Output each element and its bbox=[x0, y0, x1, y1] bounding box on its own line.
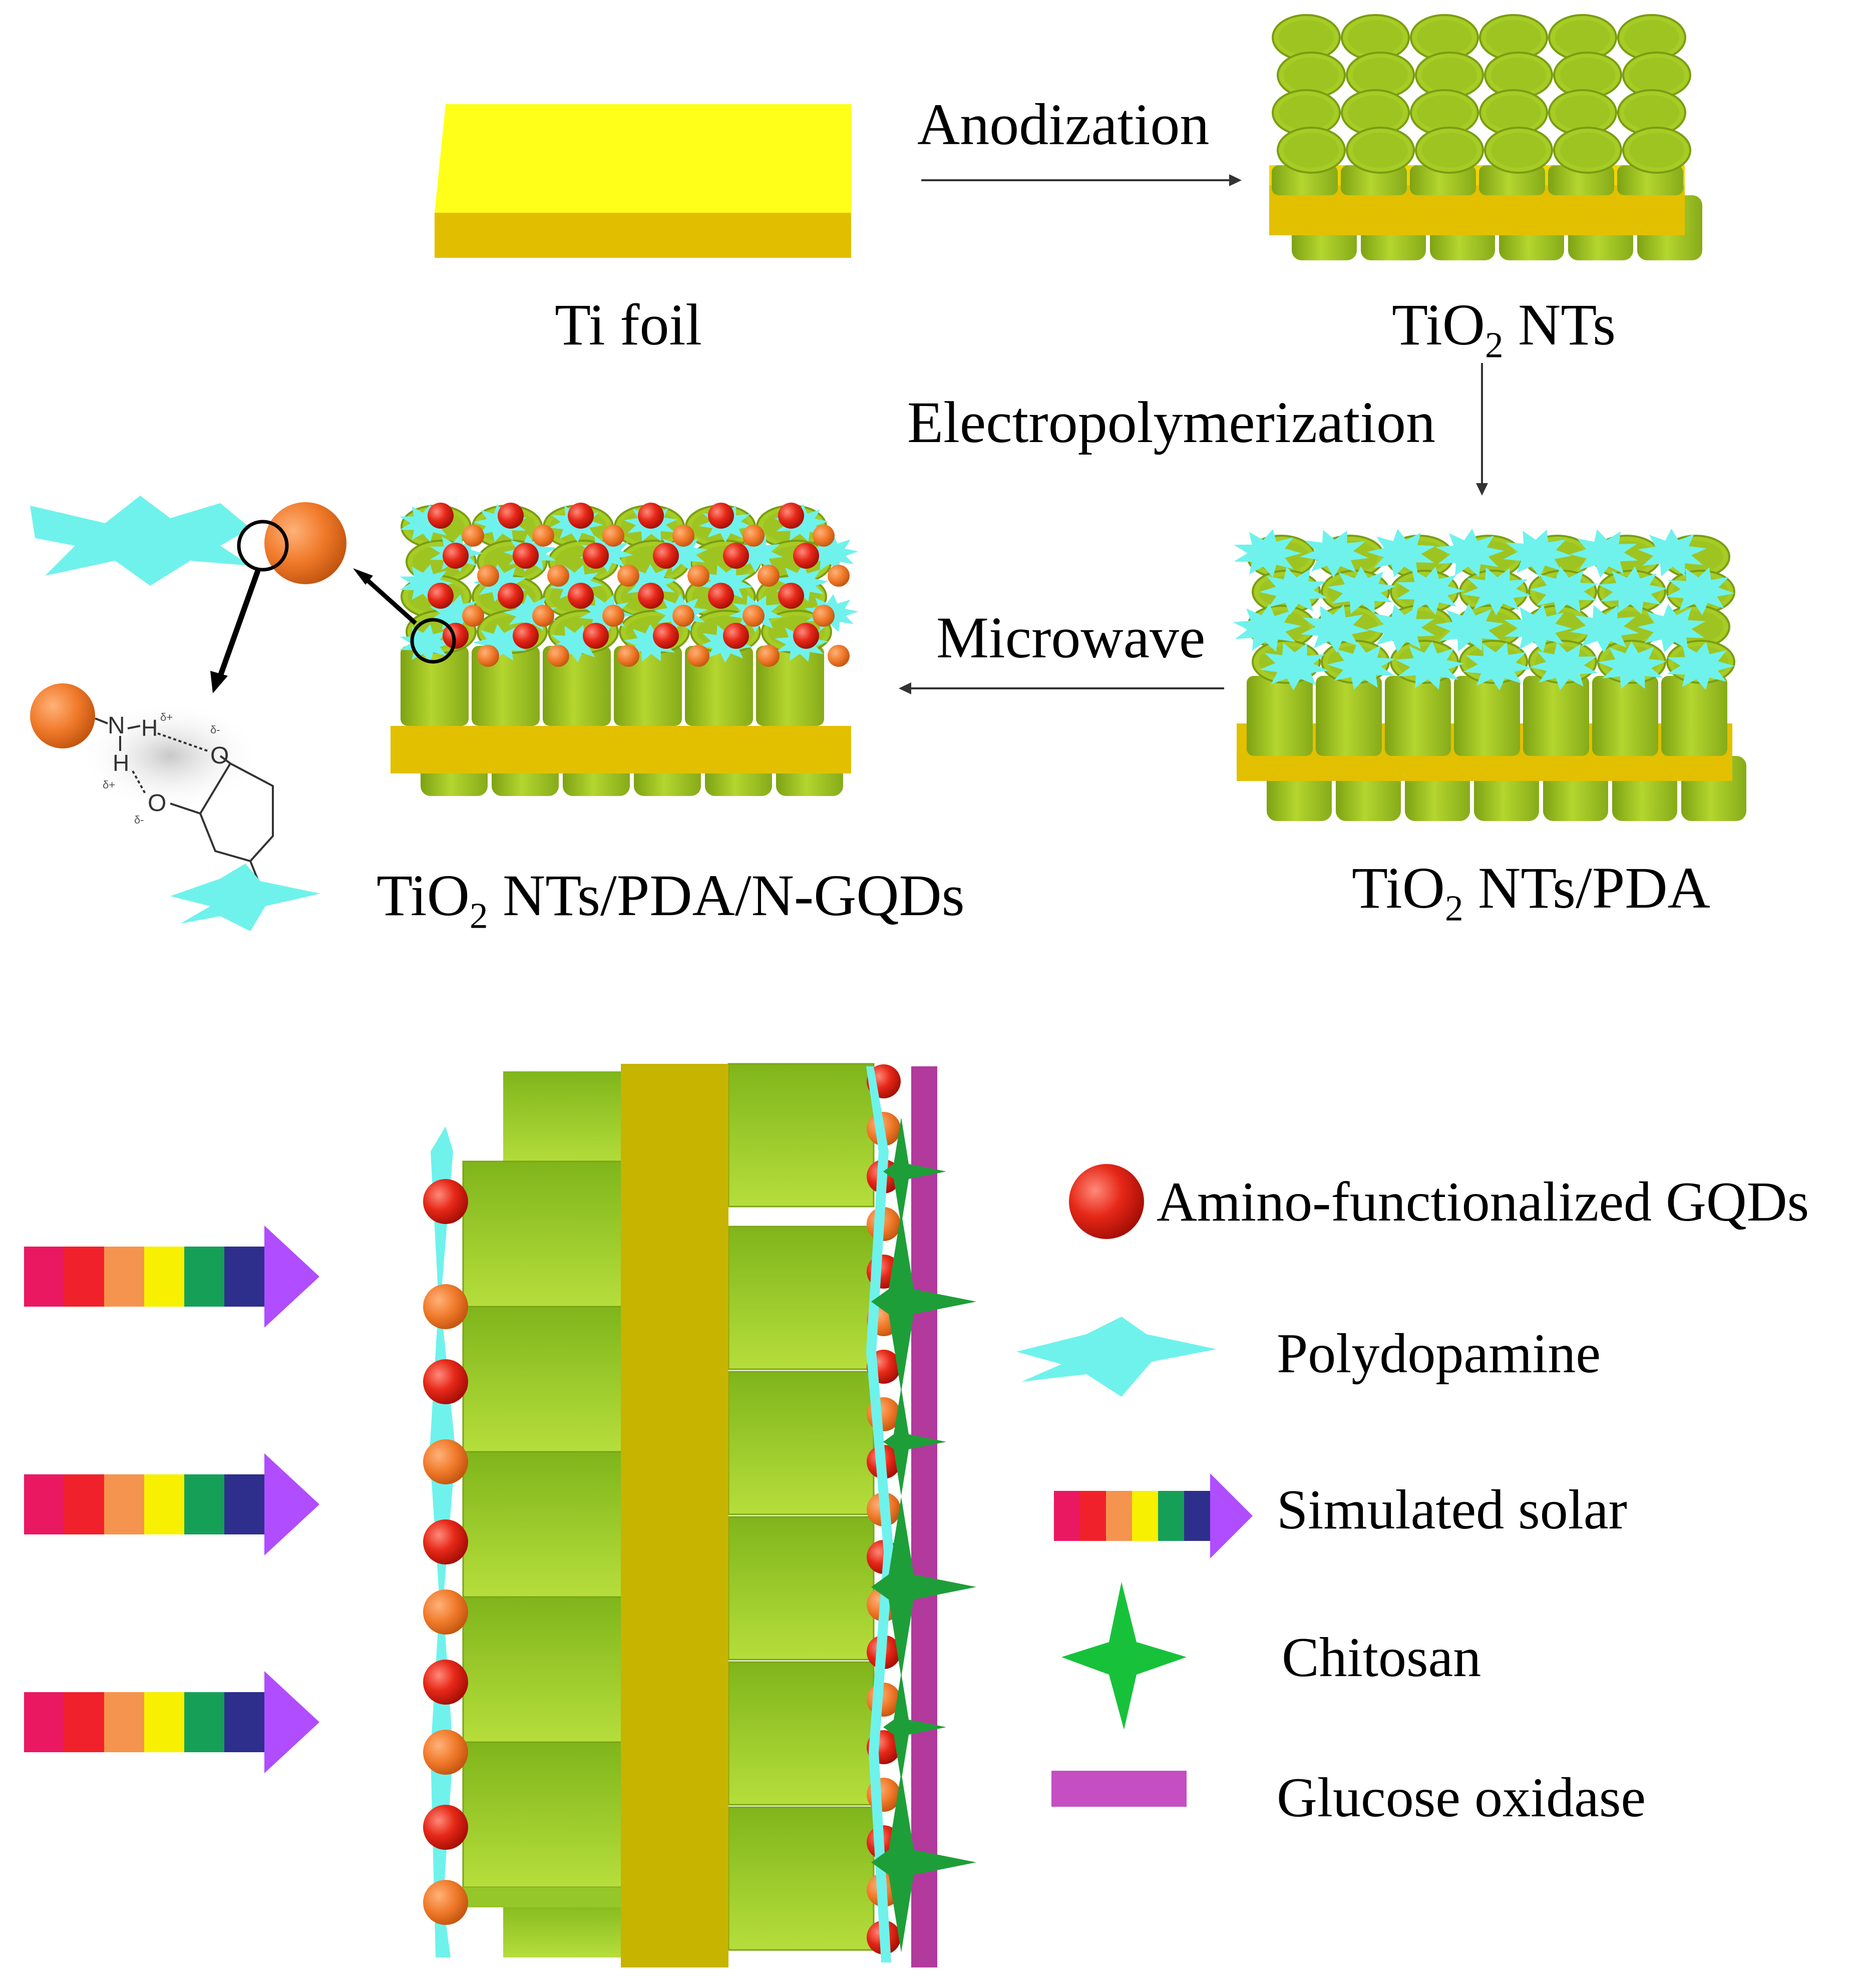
delta-3: δ+ bbox=[103, 778, 115, 791]
ti-foil-label: Ti foil bbox=[555, 292, 702, 357]
glucose-oxidase-layer bbox=[911, 1066, 937, 1967]
atom-h1: H bbox=[141, 715, 158, 741]
ti-substrate-bar bbox=[621, 1064, 728, 1967]
atom-n: N bbox=[108, 712, 125, 739]
ti-foil bbox=[435, 104, 851, 258]
tio2-nts-label: TiO2 NTs bbox=[1392, 292, 1616, 365]
purple-bar-icon bbox=[1051, 1771, 1187, 1807]
tio2-nts-pda bbox=[1233, 529, 1746, 821]
delta-2: δ- bbox=[210, 723, 220, 736]
atom-o1: O bbox=[210, 742, 229, 769]
microwave-label: Microwave bbox=[936, 605, 1206, 670]
solar-arrows bbox=[24, 1226, 319, 1773]
device-cross-section bbox=[423, 1063, 976, 1967]
cyan-star-icon bbox=[1016, 1317, 1217, 1397]
anodization-arrow bbox=[921, 174, 1242, 186]
electropolymerization-label: Electropolymerization bbox=[907, 389, 1436, 455]
legend-label-gox: Glucose oxidase bbox=[1277, 1767, 1646, 1829]
electropolymerization-arrow bbox=[1476, 363, 1488, 496]
anodization-label: Anodization bbox=[917, 92, 1210, 157]
delta-1: δ+ bbox=[160, 711, 173, 723]
legend-label-solar: Simulated solar bbox=[1277, 1479, 1627, 1541]
microwave-arrow bbox=[899, 682, 1224, 694]
tio2-nanotubes bbox=[1269, 14, 1702, 260]
legend-icons bbox=[1016, 1164, 1253, 1807]
tio2-nts-pda-label: TiO2 NTs/PDA bbox=[1352, 855, 1710, 929]
tio2-nts-pda-ngqds bbox=[353, 503, 859, 796]
pda-star-icon bbox=[30, 496, 250, 586]
atom-h2: H bbox=[113, 750, 129, 776]
legend-label-chitosan: Chitosan bbox=[1282, 1627, 1481, 1689]
pda-star-small-icon bbox=[170, 864, 320, 931]
legend-label-pda: Polydopamine bbox=[1277, 1323, 1601, 1385]
rainbow-arrow-icon bbox=[1054, 1473, 1253, 1558]
red-sphere-icon bbox=[1069, 1164, 1144, 1239]
atom-o2: O bbox=[148, 790, 166, 817]
bonding-detail: N H δ+ H δ+ O δ- O δ- bbox=[30, 496, 346, 931]
tio2-nts-pda-ngqds-label: TiO2 NTs/PDA/N-GQDs bbox=[377, 863, 965, 936]
green-star-icon bbox=[1061, 1582, 1187, 1730]
delta-4: δ- bbox=[134, 814, 144, 826]
legend-label-gqd: Amino-functionalized GQDs bbox=[1157, 1171, 1809, 1233]
